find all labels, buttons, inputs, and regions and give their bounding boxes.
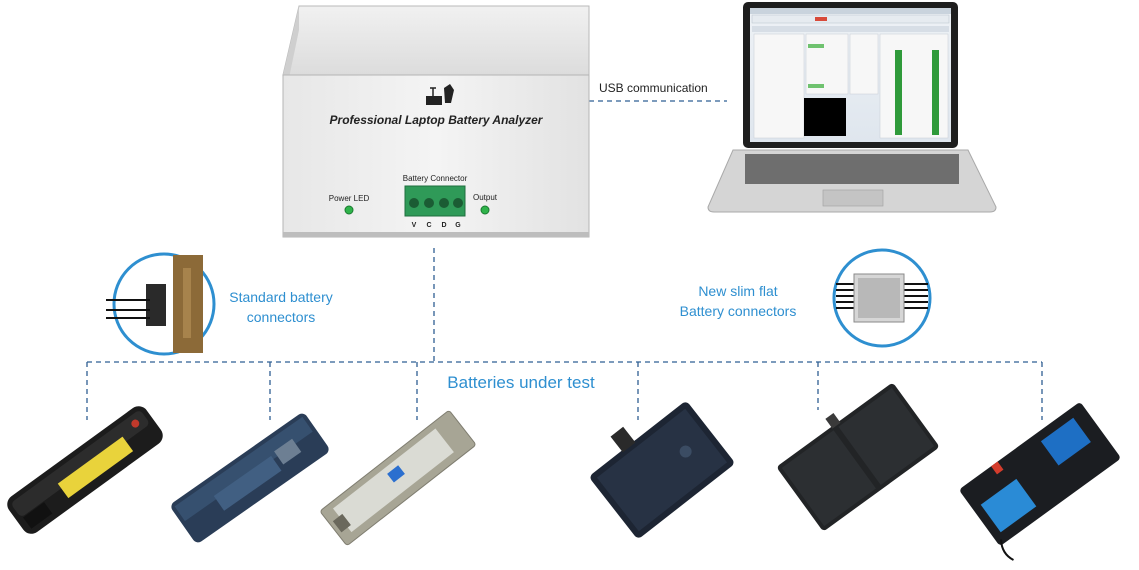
slim-connector-label-line2: Battery connectors (680, 303, 797, 319)
battery-5 (777, 383, 939, 531)
standard-connector-label-line2: connectors (247, 309, 315, 325)
standard-connector-callout (106, 252, 216, 356)
connector-pins (409, 198, 463, 208)
analyzer-device: Professional Laptop Battery Analyzer Pow… (282, 5, 590, 238)
battery-4 (590, 402, 734, 538)
battery-6 (960, 403, 1120, 561)
analyzer-brand-title: Professional Laptop Battery Analyzer (330, 113, 544, 127)
pin-label-v: V (412, 222, 417, 229)
standard-connector-label-line1: Standard battery (229, 289, 333, 305)
analyzer-bottom-edge (283, 232, 589, 237)
battery-connector-label: Battery Connector (403, 174, 468, 183)
laptop-touchpad (822, 189, 884, 207)
battery-1 (7, 406, 163, 534)
pin-label-g: G (455, 222, 461, 229)
power-led-icon (344, 205, 354, 215)
output-led-icon (480, 205, 490, 215)
analyzer-side-panel (283, 6, 299, 78)
power-led-label: Power LED (329, 194, 370, 203)
usb-communication-label: USB communication (599, 81, 708, 95)
battery-2 (171, 413, 329, 543)
pin-label-c: C (426, 222, 431, 229)
brand-logo (426, 84, 454, 105)
batteries-section-label: Batteries under test (447, 373, 595, 392)
slim-connector-callout (832, 248, 932, 348)
output-label: Output (473, 193, 498, 202)
laptop-computer (707, 2, 997, 213)
pin-label-d: D (441, 222, 446, 229)
laptop-console-pane (804, 98, 846, 136)
slim-connector-label-line1: New slim flat (698, 283, 777, 299)
connection-lines (86, 100, 1043, 420)
battery-3 (320, 410, 476, 546)
analyzer-top-panel (282, 5, 590, 76)
